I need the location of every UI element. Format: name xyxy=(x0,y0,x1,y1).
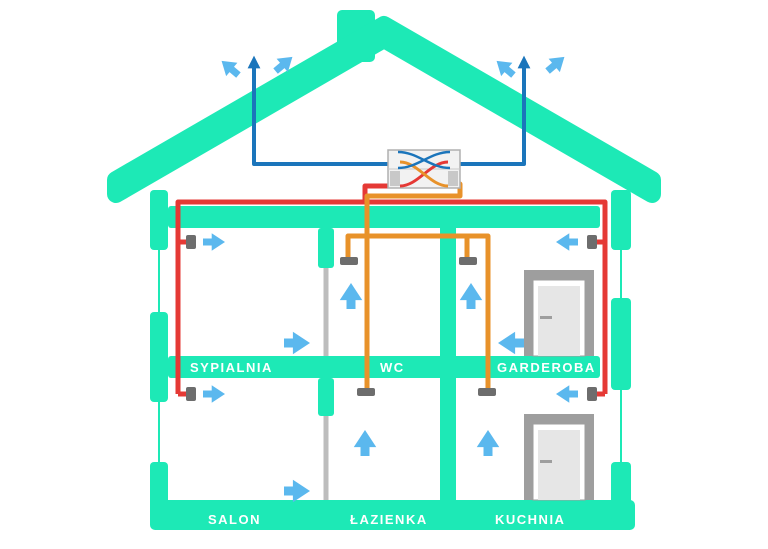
door-lower xyxy=(524,414,594,501)
airflow-arrows xyxy=(203,56,578,503)
door-handle xyxy=(540,460,552,463)
arrow-transfer-sypialnia xyxy=(284,331,310,355)
arrow-outside-right-a xyxy=(496,60,516,78)
grille xyxy=(340,257,358,265)
arrow-extract-lazienka xyxy=(353,430,377,456)
room-label-salon: SALON xyxy=(208,512,261,527)
door-upper xyxy=(524,270,594,357)
arrow-outside-right-b xyxy=(545,56,565,74)
arrow-outside-left-b xyxy=(273,56,293,74)
door-handle xyxy=(540,316,552,319)
roof xyxy=(107,10,661,203)
floor-slab xyxy=(168,356,600,378)
diffuser xyxy=(186,235,196,249)
room-label-lazienka: ŁAZIENKA xyxy=(350,512,428,527)
exhaust-duct xyxy=(247,55,531,166)
supply-diffusers xyxy=(186,235,597,401)
grille xyxy=(478,388,496,396)
room-label-wc: WC xyxy=(380,360,405,375)
room-label-garderoba: GARDEROBA xyxy=(497,360,596,375)
arrow-supply-salon xyxy=(203,385,225,403)
room-label-kuchnia: KUCHNIA xyxy=(495,512,566,527)
arrow-supply-kuchnia xyxy=(556,385,578,403)
arrow-transfer-salon xyxy=(284,479,310,503)
arrow-extract-wc xyxy=(339,283,363,309)
ceiling-slab xyxy=(168,206,600,228)
diffuser xyxy=(186,387,196,401)
arrow-extract-garderoba xyxy=(459,283,483,309)
windows xyxy=(158,250,622,462)
room-label-sypialnia: SYPIALNIA xyxy=(190,360,273,375)
arrow-supply-garderoba xyxy=(556,233,578,251)
roof-band xyxy=(107,16,661,203)
house-structure xyxy=(150,190,635,530)
ground-slab xyxy=(150,500,635,530)
arrow-extract-kuchnia xyxy=(476,430,500,456)
arrow-supply-sypialnia xyxy=(203,233,225,251)
diffuser xyxy=(587,235,597,249)
arrow-transfer-garderoba xyxy=(498,331,524,355)
arrow-outside-left-a xyxy=(221,60,241,78)
heat-recovery-unit xyxy=(387,149,461,189)
diffuser xyxy=(587,387,597,401)
grille xyxy=(459,257,477,265)
extract-grilles xyxy=(340,257,496,396)
grille xyxy=(357,388,375,396)
